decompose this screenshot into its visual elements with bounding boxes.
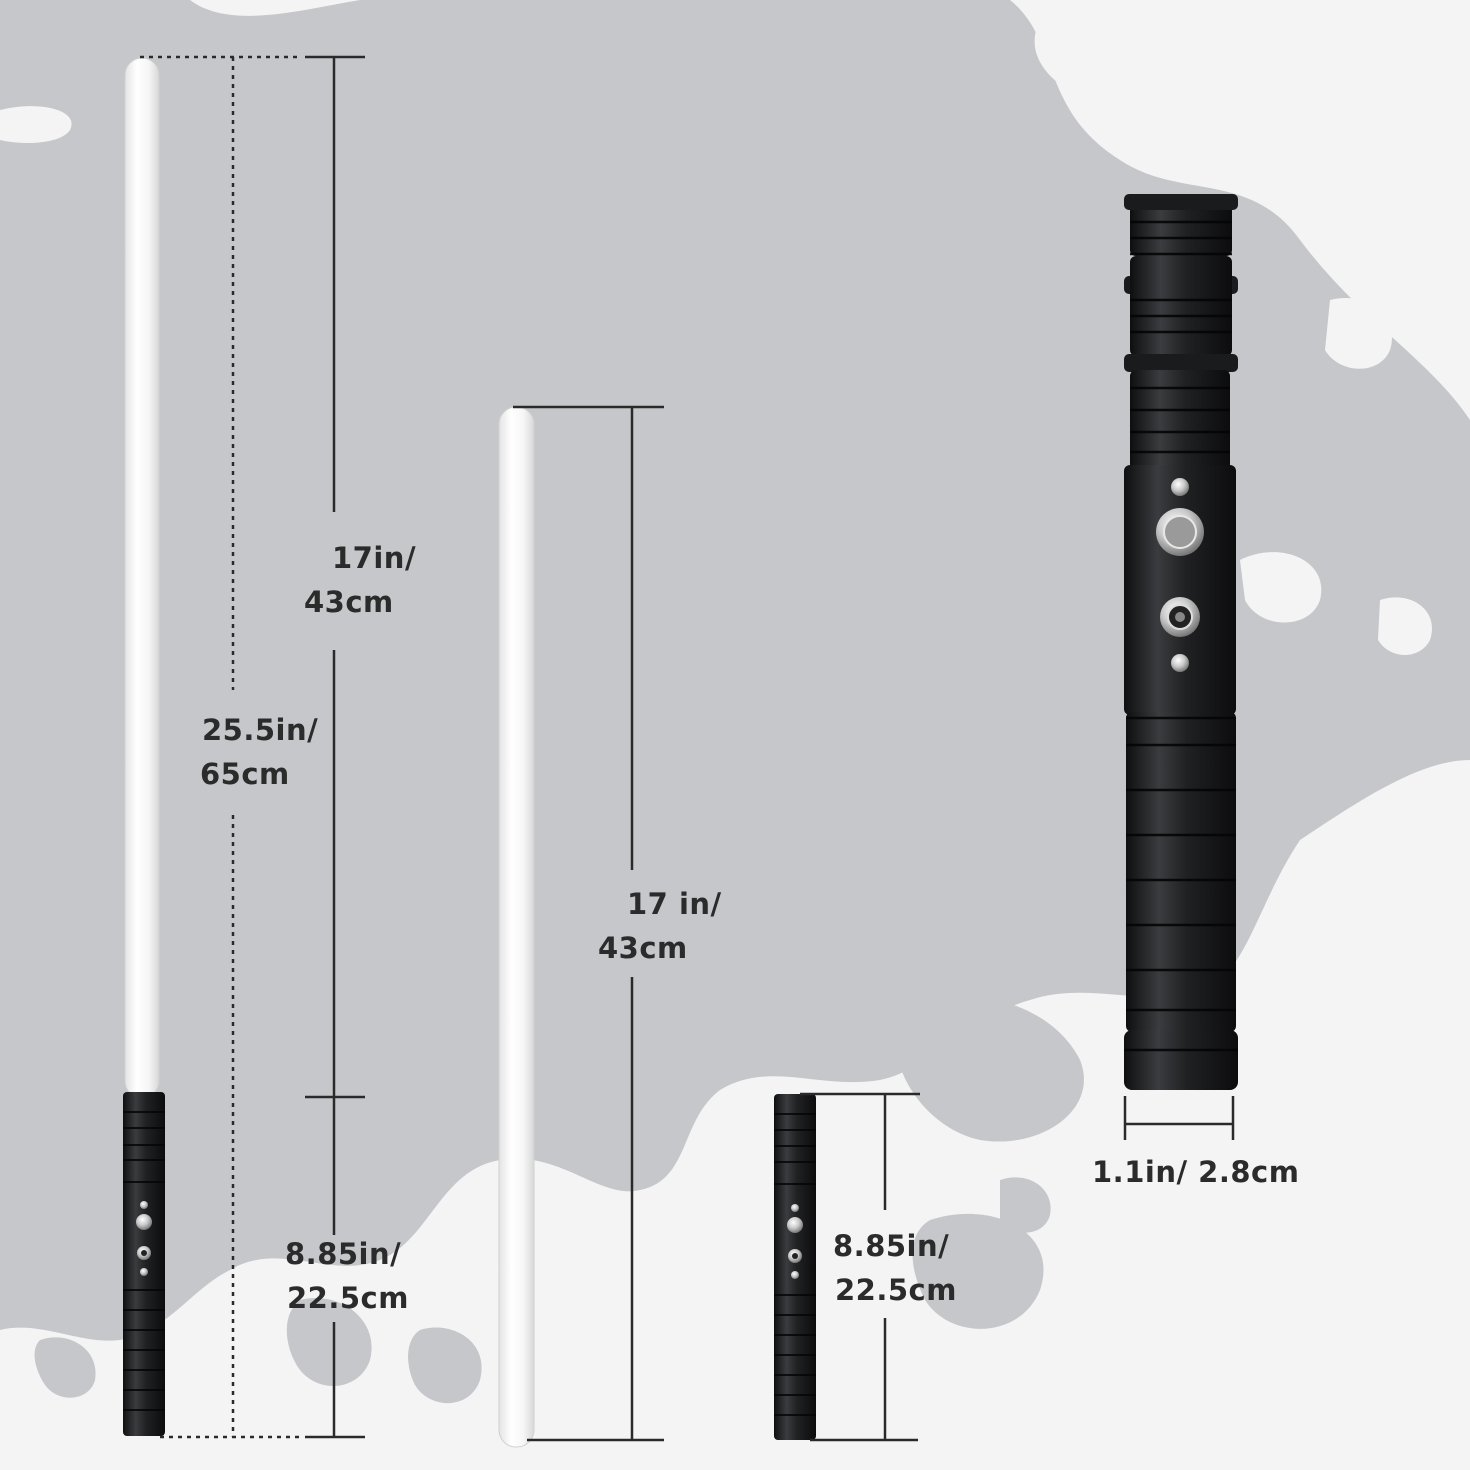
paint-splash-background xyxy=(0,0,1470,1404)
hilt-diameter-label: 1.1in/ 2.8cm xyxy=(1092,1155,1300,1189)
full-saber-blade-length-label: 17in/ xyxy=(332,541,417,575)
detached-blade-dimension-lines xyxy=(513,405,664,1442)
detached-hilt-dimension-lines xyxy=(800,1092,920,1442)
full-saber-hilt-length-label: 8.85in/ xyxy=(285,1237,402,1271)
detached-hilt-length-label-cm: 22.5cm xyxy=(835,1273,957,1307)
full-saber-blade-length-label-cm: 43cm xyxy=(304,585,394,619)
detached-blade-length-label: 17 in/ xyxy=(627,887,722,921)
full-saber-total-length-label-cm: 65cm xyxy=(200,757,290,791)
detached-hilt xyxy=(774,1094,816,1440)
white-drips xyxy=(0,10,1432,655)
hilt-diameter-dimension-lines xyxy=(1123,1096,1235,1140)
hilt-closeup xyxy=(1124,194,1238,1090)
full-saber-hilt-length-label-cm: 22.5cm xyxy=(287,1281,409,1315)
detached-hilt-length-label: 8.85in/ xyxy=(833,1229,950,1263)
full-saber-total-length-label: 25.5in/ xyxy=(202,713,319,747)
full-saber xyxy=(123,57,165,1436)
detached-blade-length-label-cm: 43cm xyxy=(598,931,688,965)
detached-blade xyxy=(498,406,535,1448)
full-saber-dimension-lines xyxy=(140,55,365,1439)
